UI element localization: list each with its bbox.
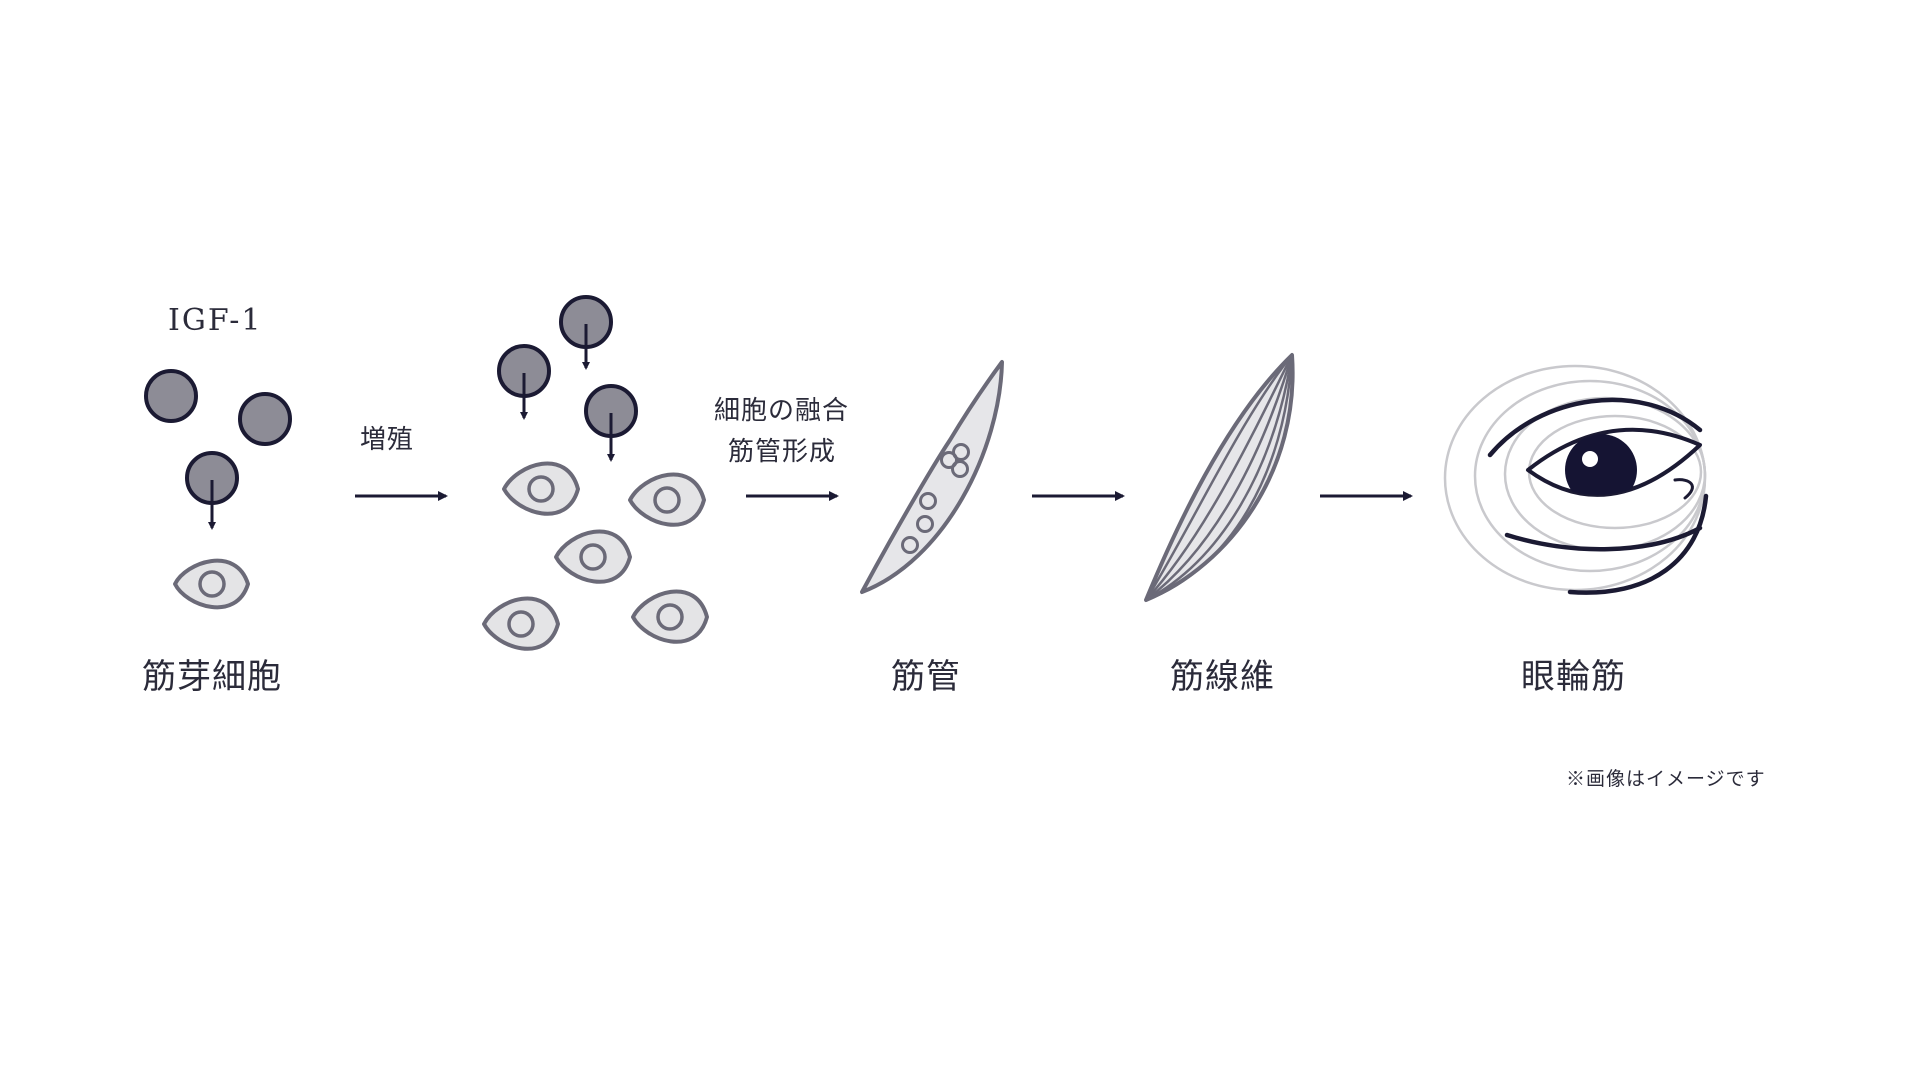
myoblast-cell-icon: [631, 589, 709, 644]
stage-myoblast: [144, 369, 292, 610]
myotube-icon: [860, 360, 1004, 594]
myoblast-label: 筋芽細胞: [142, 657, 282, 697]
image-note: ※画像はイメージです: [1566, 768, 1766, 790]
fusion-label-line2: 筋管形成: [728, 437, 837, 467]
myoblast-cell-icon: [628, 472, 706, 527]
myoblast-cell-icon: [173, 558, 250, 610]
orbicularis-label: 眼輪筋: [1521, 657, 1626, 697]
igf-label: IGF-1: [168, 303, 263, 338]
proliferation-label: 増殖: [360, 425, 415, 455]
myoblast-cell-icon: [482, 596, 560, 651]
eye-orbicularis-icon: [1443, 364, 1709, 595]
igf-particle-icon: [238, 392, 292, 446]
igf-particle-icon: [144, 369, 198, 423]
stage-proliferation: [482, 295, 709, 651]
myoblast-cell-icon: [554, 529, 632, 584]
myotube-label: 筋管: [891, 657, 961, 697]
muscle-fiber-icon: [1144, 353, 1295, 602]
fusion-label-line1: 細胞の融合: [714, 396, 850, 426]
myoblast-cell-icon: [502, 461, 580, 516]
muscle-fiber-label: 筋線維: [1170, 657, 1275, 697]
